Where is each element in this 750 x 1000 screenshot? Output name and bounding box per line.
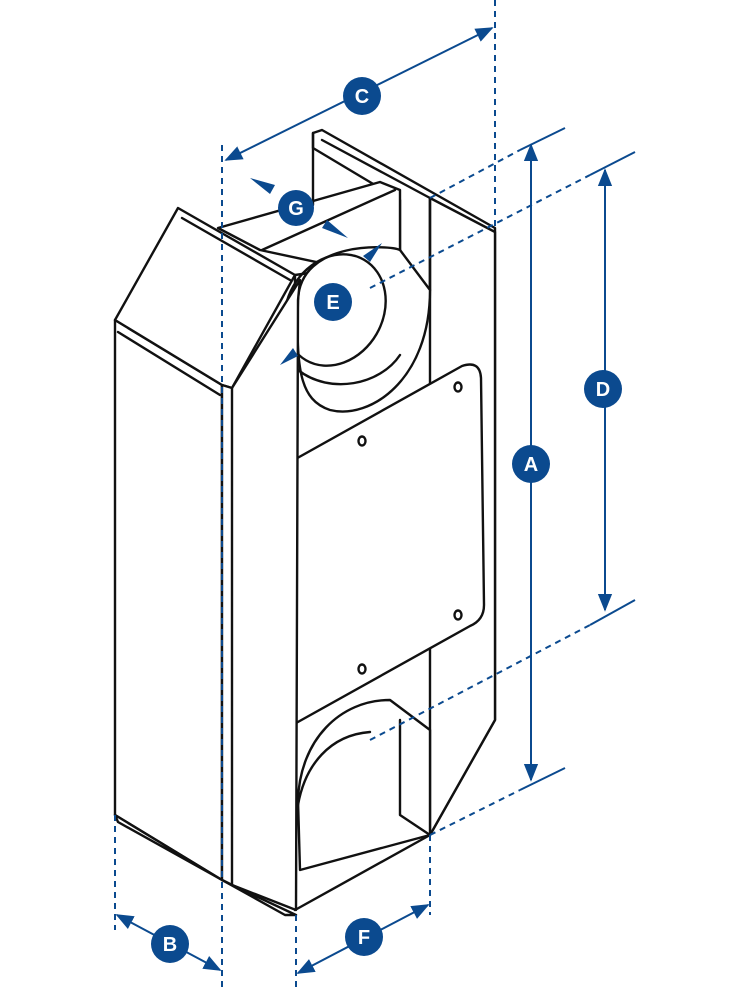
- label-a-text: A: [524, 454, 538, 476]
- label-d: D: [584, 370, 622, 408]
- dimension-lines: [114, 0, 636, 990]
- label-d-text: D: [596, 379, 610, 401]
- label-b: B: [151, 925, 189, 963]
- label-f: F: [345, 918, 383, 956]
- label-a: A: [512, 445, 550, 483]
- device-body: [113, 128, 497, 917]
- label-e: E: [314, 283, 352, 321]
- label-e-text: E: [326, 292, 339, 314]
- label-g: G: [278, 190, 314, 226]
- label-f-text: F: [358, 927, 370, 949]
- label-b-text: B: [163, 934, 177, 956]
- label-g-text: G: [288, 198, 304, 220]
- label-c-text: C: [355, 86, 369, 108]
- label-c: C: [343, 77, 381, 115]
